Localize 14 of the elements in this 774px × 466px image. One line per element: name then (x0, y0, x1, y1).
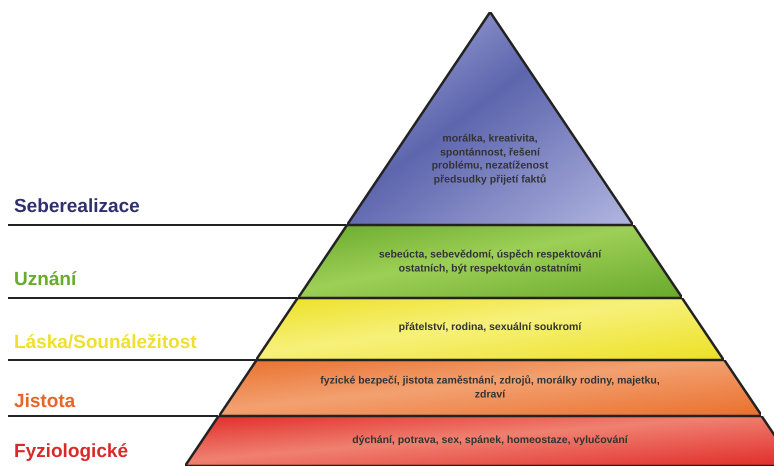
pyramid-level (184, 416, 774, 466)
level-description: fyzické bezpečí, jistota zaměstnání, zdrojů, morálky rodiny, majetku, zdraví (319, 374, 661, 402)
level-description: přátelství, rodina, sexuální soukromí (398, 321, 582, 335)
level-name: Fyziologické (14, 441, 128, 463)
level-name: Seberealizace (14, 196, 140, 218)
level-description: morálka, kreativita, spontánnost, řešení problému, nezatíženost předsudky přijetí faktů (430, 132, 550, 188)
pyramid-level (298, 225, 682, 298)
level-description: sebeúcta, sebevědomí, úspěch respektování ostatních, být respektován ostatními (378, 248, 602, 276)
level-description: dýchání, potrava, sex, spánek, homeostaze, vylučování (351, 434, 629, 448)
level-name: Jistota (14, 391, 76, 413)
level-name: Láska/Sounáležitost (14, 332, 197, 354)
level-name: Uznání (14, 269, 76, 291)
pyramid-level (218, 360, 762, 416)
pyramid-level (256, 298, 724, 360)
